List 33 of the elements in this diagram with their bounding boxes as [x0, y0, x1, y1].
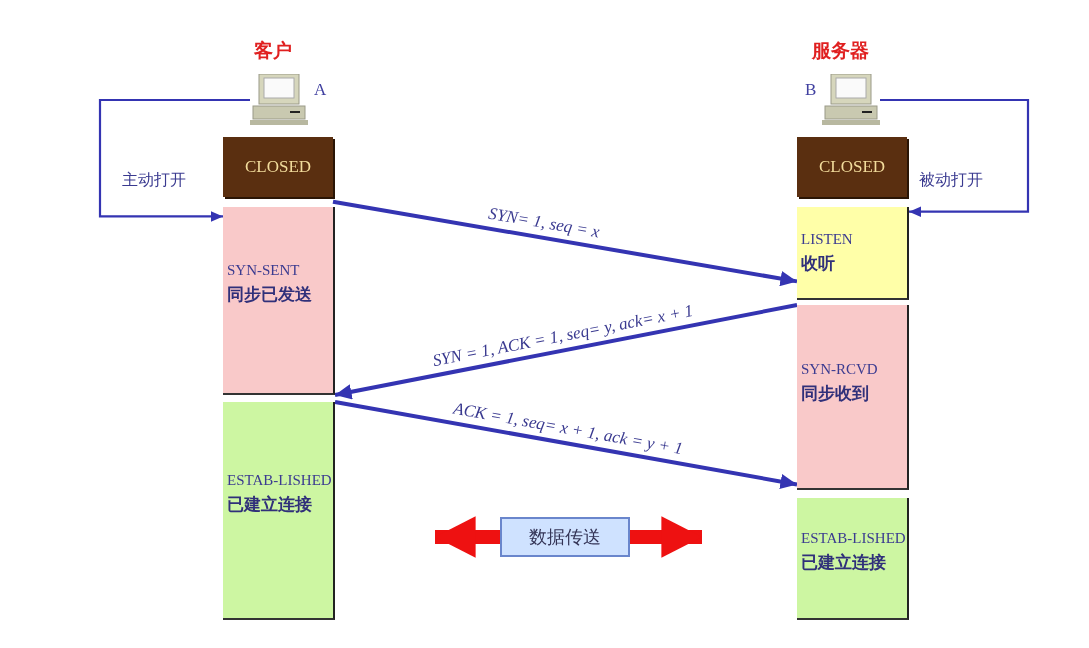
arrow	[880, 98, 1030, 217]
state-box	[223, 402, 335, 620]
state-name-chinese: 已建立连接	[801, 551, 886, 574]
edge-label: 主动打开	[120, 170, 188, 191]
state-name-chinese: 收听	[801, 252, 835, 275]
host-label: 服务器	[812, 38, 869, 63]
host-label: 客户	[254, 38, 292, 63]
state-box	[797, 305, 909, 490]
state-name-chinese: 同步已发送	[227, 283, 312, 306]
host-letter: B	[805, 80, 817, 100]
arrow	[98, 98, 250, 222]
arrow	[334, 303, 798, 400]
computer-icon	[822, 74, 880, 126]
arrow	[630, 516, 702, 558]
state-name: ESTAB-LISHED	[801, 530, 906, 547]
arrow	[332, 199, 798, 287]
state-box: CLOSED	[223, 137, 333, 197]
arrow	[334, 400, 798, 490]
state-box	[797, 207, 909, 300]
host-letter: A	[314, 80, 327, 100]
state-box	[797, 498, 909, 620]
edge-label: 被动打开	[917, 170, 985, 191]
data-transfer-box: 数据传送	[500, 517, 630, 557]
state-name: LISTEN	[801, 231, 853, 248]
state-name: SYN-SENT	[227, 262, 300, 279]
state-name: ESTAB-LISHED	[227, 472, 332, 489]
state-name-chinese: 已建立连接	[227, 493, 312, 516]
computer-icon	[250, 74, 308, 126]
state-name: SYN-RCVD	[801, 361, 878, 378]
arrow	[435, 516, 500, 558]
state-name-chinese: 同步收到	[801, 382, 869, 405]
state-box: CLOSED	[797, 137, 907, 197]
state-box	[223, 207, 335, 395]
